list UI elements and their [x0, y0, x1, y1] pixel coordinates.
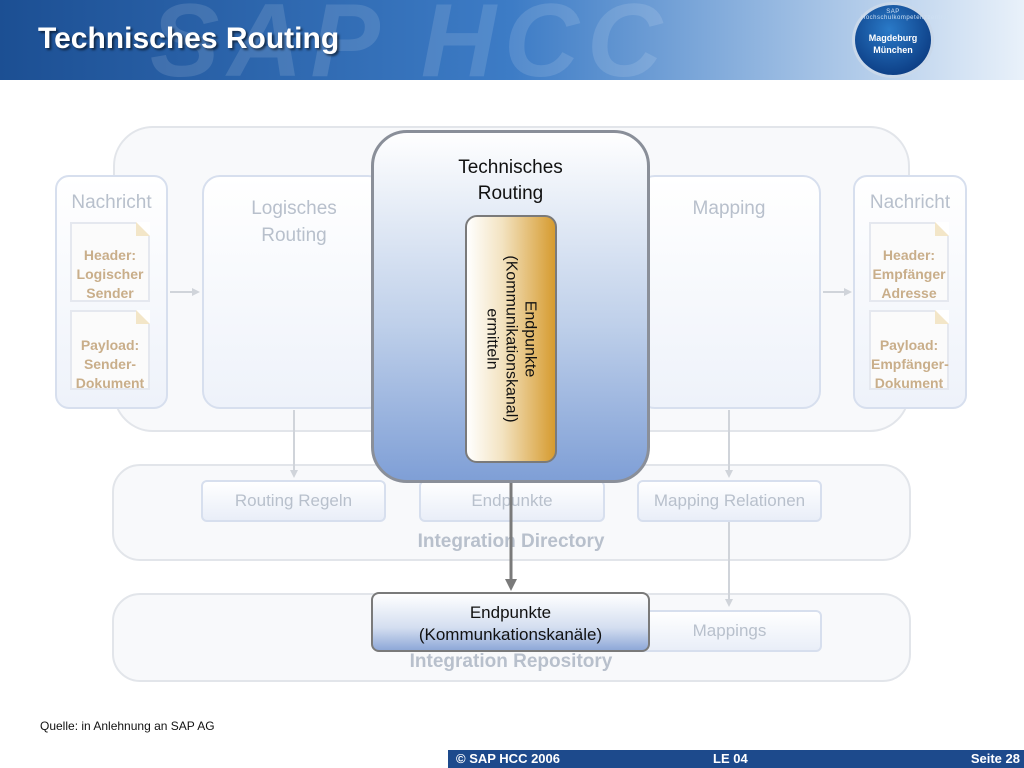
- doc-line: Payload:: [80, 337, 140, 353]
- source-note: Quelle: in Anlehnung an SAP AG: [40, 719, 215, 733]
- hcc-logo: SAP Hochschulkompetenzzentrum Magdeburg …: [852, 2, 953, 78]
- doc-line: Adresse: [881, 285, 937, 301]
- banner-watermark: SAP HCC: [150, 0, 671, 80]
- slide-title: Technisches Routing: [38, 22, 340, 55]
- logo-ring-text: SAP Hochschulkompetenzzentrum: [861, 9, 953, 21]
- doc-fold-icon: [935, 222, 949, 236]
- step-line: (Kommunikationskanal): [502, 255, 520, 423]
- footer-copyright: © SAP HCC 2006: [456, 751, 560, 766]
- doc-line: Header:: [882, 247, 936, 263]
- mapping-panel: Mapping: [637, 175, 821, 409]
- left-payload-doc: Payload: Sender- Dokument: [70, 310, 150, 391]
- step-line: ermitteln: [483, 308, 501, 370]
- doc-line: Sender-: [83, 356, 137, 372]
- doc-line: Empfänger-: [871, 356, 949, 372]
- doc-line: Logischer: [76, 266, 144, 282]
- logo-city-2: München: [873, 45, 913, 55]
- routing-rules-item: Routing Regeln: [201, 480, 386, 522]
- technical-routing-title: Technisches Routing: [374, 155, 647, 207]
- footer-lesson: LE 04: [713, 751, 748, 766]
- left-header-doc: Header: Logischer Sender: [70, 222, 150, 302]
- step-line: Endpunkte: [521, 300, 539, 378]
- mappings-item: Mappings: [637, 610, 822, 652]
- doc-line: Dokument: [75, 375, 145, 391]
- mapping-relations-item: Mapping Relationen: [637, 480, 822, 522]
- doc-line: Empfänger: [872, 266, 946, 282]
- doc-line: Sender: [86, 285, 134, 301]
- doc-fold-icon: [136, 310, 150, 324]
- footer-bar: © SAP HCC 2006 LE 04 Seite 28: [448, 750, 1024, 768]
- integration-repository-label: Integration Repository: [409, 651, 613, 672]
- mapping-title: Mapping: [692, 198, 766, 219]
- logical-routing-title: Logisches Routing: [204, 195, 384, 249]
- title-line: Logisches: [251, 198, 337, 219]
- endpoint-line: (Kommunkationskanäle): [418, 625, 603, 644]
- title-line: Technisches: [458, 157, 563, 178]
- doc-line: Header:: [83, 247, 137, 263]
- title-banner: SAP HCC Technisches Routing SAP Hochschu…: [0, 0, 1024, 80]
- doc-line: Payload:: [879, 337, 939, 353]
- doc-fold-icon: [136, 222, 150, 236]
- endpoint-line: Endpunkte: [469, 603, 552, 622]
- title-line: Routing: [477, 183, 544, 204]
- repository-endpoints-box: Endpunkte (Kommunkationskanäle): [371, 592, 650, 652]
- footer-page-number: Seite 28: [970, 751, 1020, 766]
- doc-fold-icon: [935, 310, 949, 324]
- endpoint-step-text: Endpunkte (Kommunikationskanal) ermittel…: [483, 219, 540, 459]
- right-header-doc: Header: Empfänger Adresse: [869, 222, 949, 302]
- logo-city-1: Magdeburg: [868, 33, 918, 43]
- right-message-title: Nachricht: [869, 192, 951, 213]
- right-payload-doc: Payload: Empfänger- Dokument: [869, 310, 949, 391]
- left-message-title: Nachricht: [71, 192, 152, 213]
- doc-line: Dokument: [874, 375, 944, 391]
- endpoint-determination-step: Endpunkte (Kommunikationskanal) ermittel…: [465, 215, 557, 463]
- logical-routing-panel: Logisches Routing: [202, 175, 386, 409]
- title-line: Routing: [261, 225, 327, 246]
